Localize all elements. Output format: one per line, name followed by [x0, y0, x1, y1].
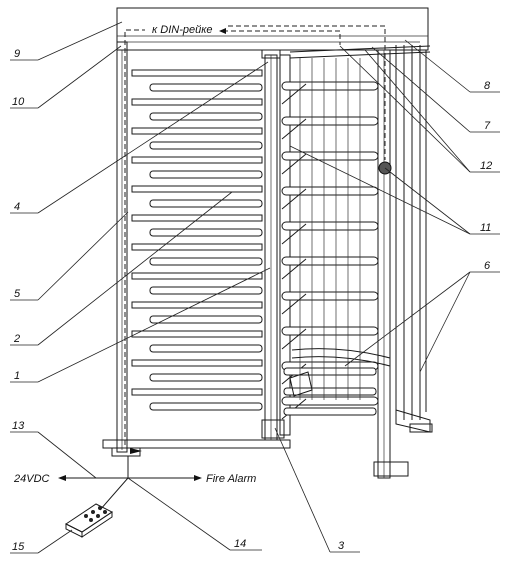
left-static-bar	[131, 214, 263, 222]
left-static-bar	[131, 359, 263, 367]
callout-3: 3	[338, 540, 345, 552]
rotor-arm-side	[281, 328, 307, 350]
left-static-bar	[149, 286, 263, 295]
left-static-bar	[131, 301, 263, 309]
left-static-bar	[131, 388, 263, 396]
leader-lines	[10, 21, 500, 554]
callout-4: 4	[14, 201, 20, 213]
callout-9: 9	[14, 48, 20, 60]
rotor-arm-side	[281, 153, 307, 175]
remote-button-icon	[98, 506, 102, 510]
rotor-arm	[281, 221, 379, 231]
remote-control-panel	[65, 503, 113, 538]
power-and-alarm-wiring	[58, 456, 202, 511]
rotor-arm	[281, 396, 379, 406]
rotor-arm	[281, 81, 379, 91]
callout-13: 13	[12, 420, 25, 432]
callout-15: 15	[12, 541, 25, 553]
left-static-bar	[149, 199, 263, 208]
left-static-bar	[149, 228, 263, 237]
remote-button-icon	[91, 510, 95, 514]
left-static-bars	[131, 69, 263, 411]
cable-routing	[124, 25, 386, 454]
callout-2: 2	[13, 333, 20, 345]
left-static-bar	[149, 373, 263, 382]
left-static-bar	[131, 330, 263, 338]
rotor-arm	[281, 151, 379, 161]
callout-11: 11	[480, 222, 491, 234]
power-label: 24VDC	[13, 473, 50, 485]
left-static-bar	[131, 156, 263, 164]
din-rail-label: к DIN-рейке	[152, 24, 213, 36]
rotor-arm-side	[281, 188, 307, 210]
rotor-arm-lower	[283, 387, 377, 396]
left-frame	[102, 41, 291, 457]
rotor-arm-side	[281, 258, 307, 280]
left-static-bar	[149, 83, 263, 92]
remote-button-icon	[89, 518, 93, 522]
rotor-arms	[281, 81, 379, 420]
callout-7: 7	[484, 120, 491, 132]
left-static-bar	[131, 69, 263, 77]
left-static-bar	[149, 170, 263, 179]
rotor-arm	[281, 116, 379, 126]
remote-button-icon	[84, 514, 88, 518]
callout-6: 6	[484, 260, 491, 272]
rotor-shaft	[279, 54, 291, 436]
top-canopy	[116, 7, 429, 51]
left-static-bar	[149, 402, 263, 411]
left-static-bar	[149, 257, 263, 266]
left-static-bar	[131, 127, 263, 135]
callout-8: 8	[484, 80, 491, 92]
rotor-arm	[281, 326, 379, 336]
rotor-arm-lower	[283, 407, 377, 416]
left-static-bar	[149, 344, 263, 353]
rotor-arm	[281, 291, 379, 301]
rotor-arm-side	[281, 118, 307, 140]
left-static-bar	[131, 98, 263, 106]
left-static-bar	[131, 272, 263, 280]
left-static-bar	[131, 185, 263, 193]
remote-button-icon	[103, 510, 107, 514]
remote-button-icon	[96, 514, 100, 518]
rotor-arm-lower	[283, 367, 377, 376]
callout-14: 14	[234, 538, 246, 550]
callout-12: 12	[480, 160, 492, 172]
fire-alarm-label: Fire Alarm	[206, 473, 256, 485]
left-static-bar	[149, 112, 263, 121]
rotor-arm-side	[281, 83, 307, 105]
rotor-arm-side	[281, 293, 307, 315]
left-static-bar	[149, 141, 263, 150]
rotor-arm	[281, 256, 379, 266]
callout-10: 10	[12, 96, 25, 108]
rotor-arm-side	[281, 223, 307, 245]
callout-1: 1	[14, 370, 20, 382]
left-static-bar	[149, 315, 263, 324]
callout-5: 5	[14, 288, 21, 300]
left-static-bar	[131, 243, 263, 251]
rotor-arm	[281, 186, 379, 196]
